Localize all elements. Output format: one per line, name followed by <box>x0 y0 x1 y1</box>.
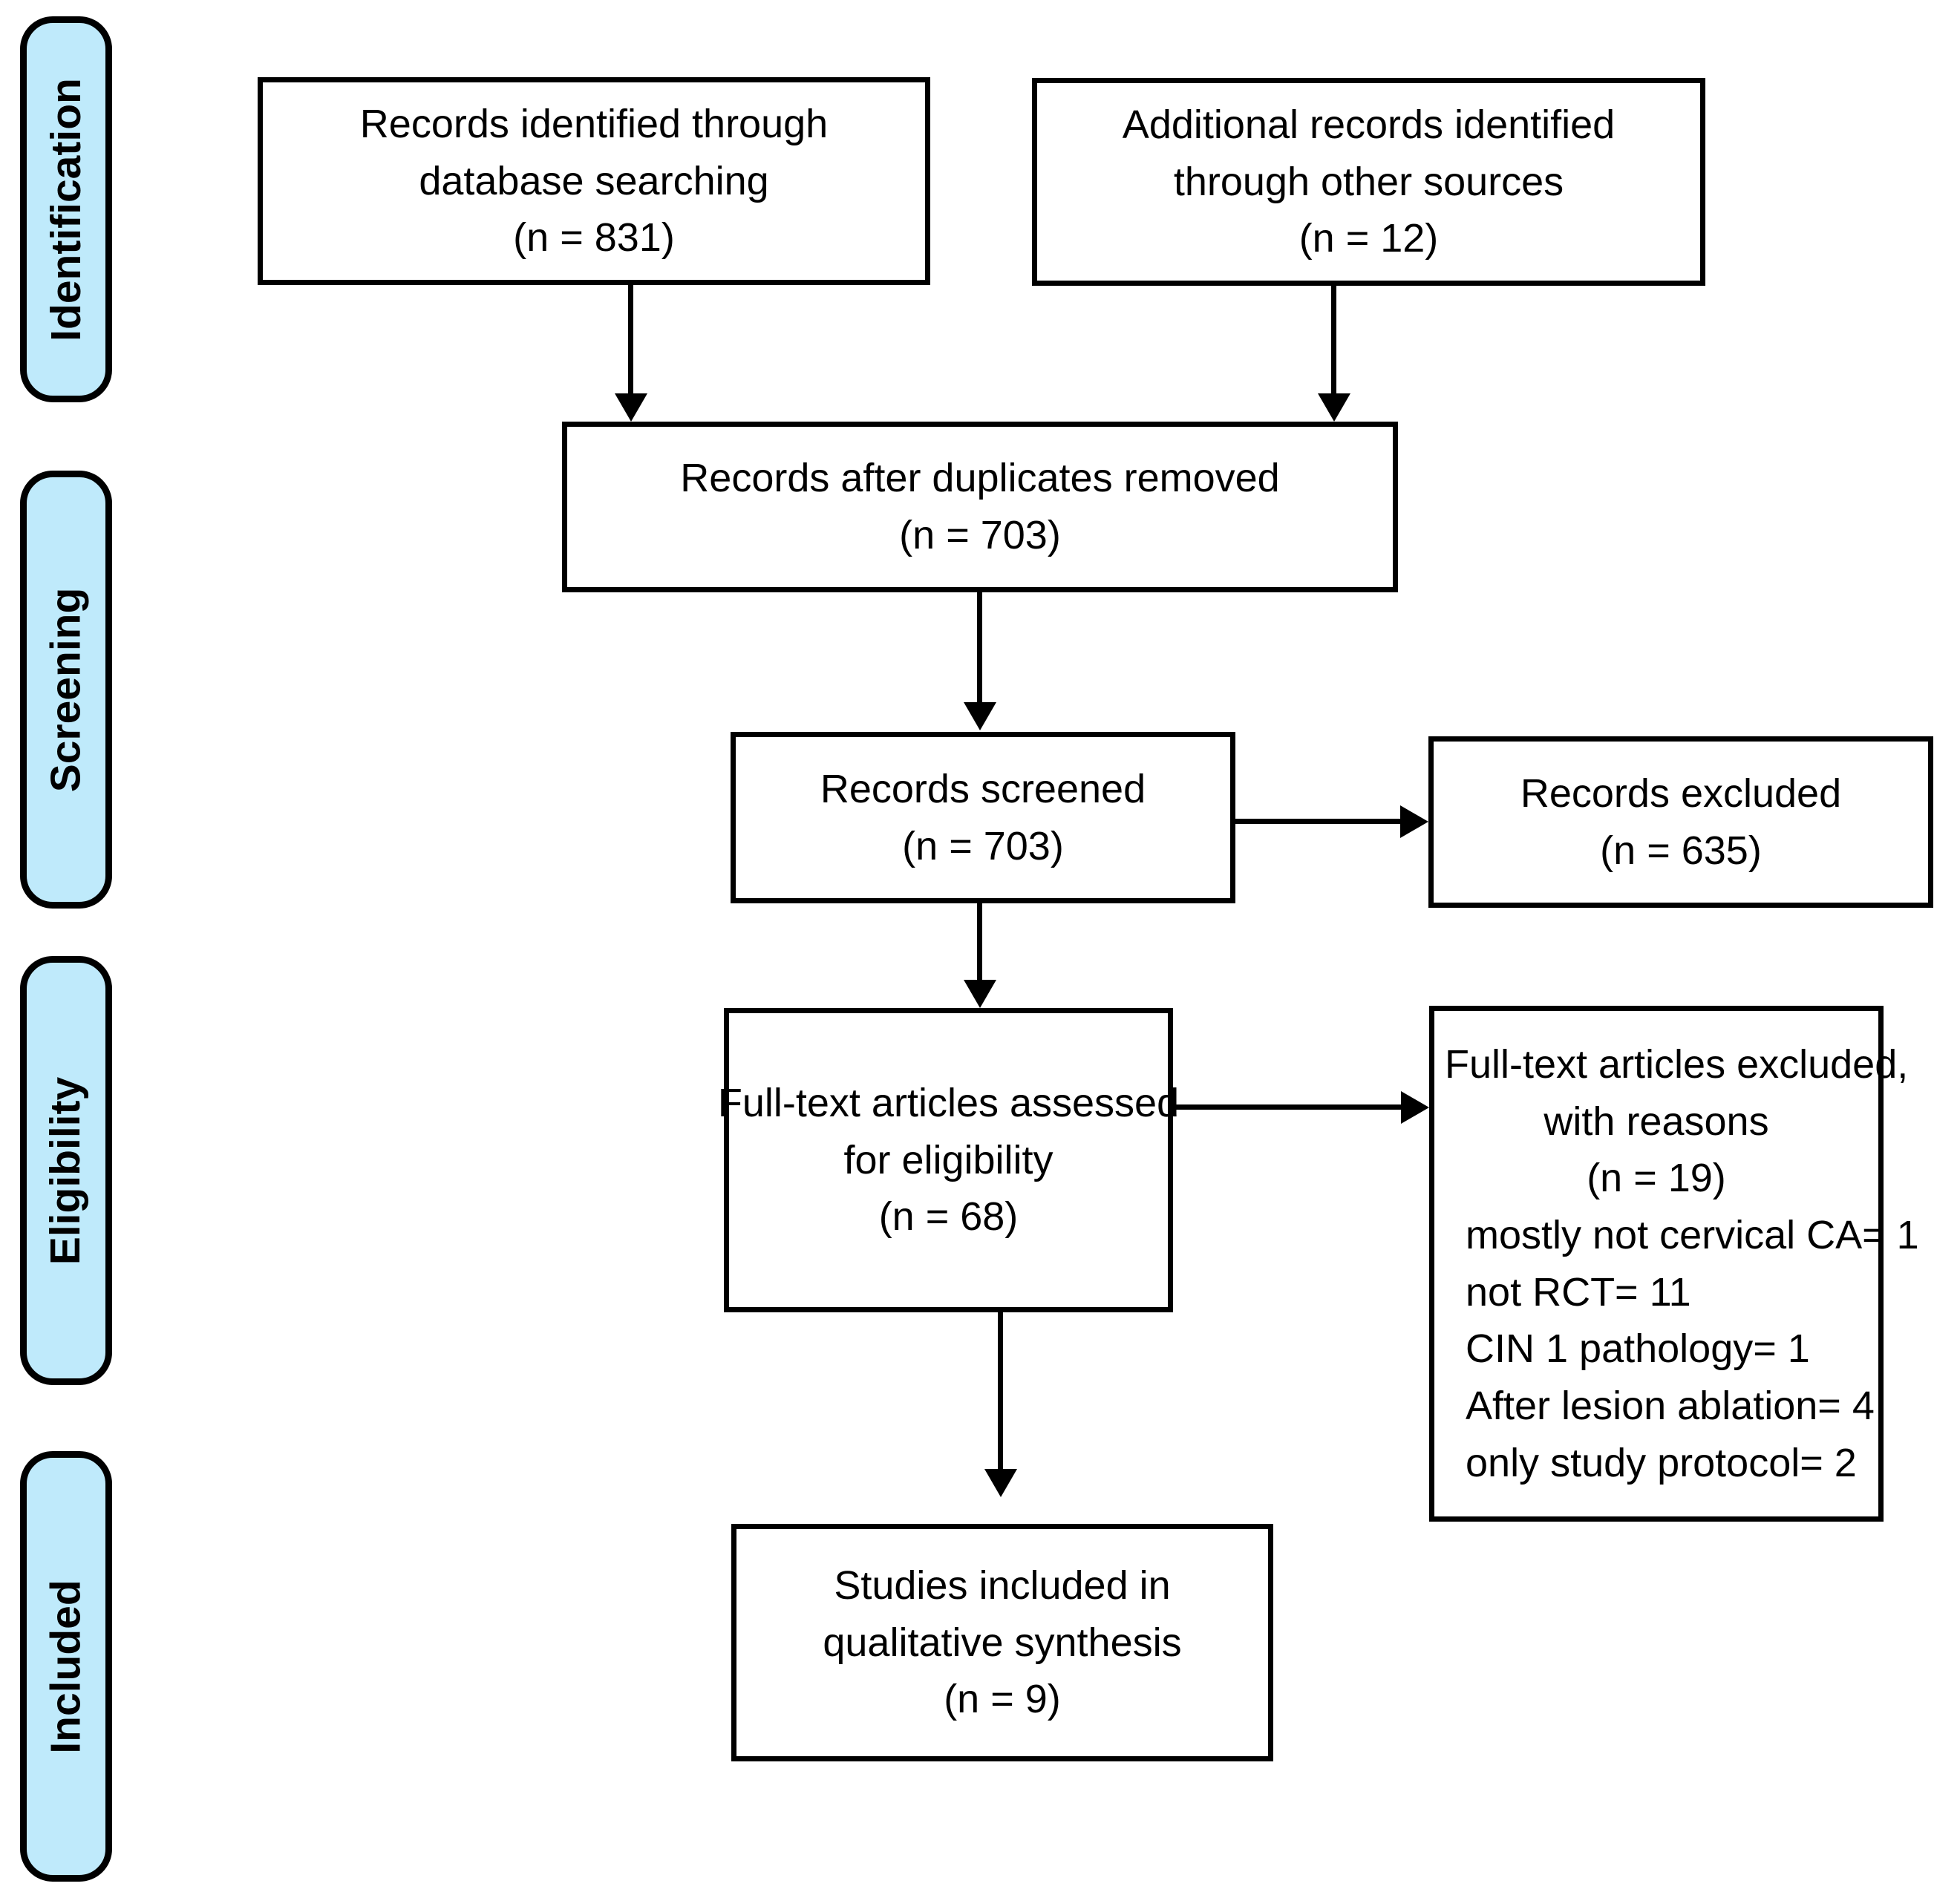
connector-database-to-duplicates-vertical <box>628 285 633 395</box>
fulltext-excluded-heading: Full-text articles excluded, with reason… <box>1445 1036 1909 1207</box>
stage-pill-included: Included <box>20 1451 112 1882</box>
box-fulltext-excluded-line-1: Full-text articles excluded, <box>1445 1042 1909 1087</box>
box-studies-included-line-3: (n = 9) <box>944 1677 1061 1722</box>
box-studies-included-qualitative-synthesis: Studies included in qualitative synthesi… <box>731 1524 1273 1761</box>
arrow-screened-to-excluded <box>1400 805 1428 838</box>
box-fulltext-assessed-line-3: (n = 68) <box>878 1194 1019 1240</box>
connector-fulltext-to-excluded-horizontal <box>1173 1104 1401 1110</box>
box-records-screened: Records screened (n = 703) <box>731 732 1235 903</box>
box-fulltext-excluded-line-2: with reasons <box>1544 1099 1769 1144</box>
connector-fulltext-to-included-vertical <box>998 1312 1003 1470</box>
exclusion-reason-item: not RCT= 11 <box>1466 1269 1691 1315</box>
exclusion-reason-item: only study protocol= 2 <box>1466 1440 1857 1485</box>
box-records-identified-database: Records identified through database sear… <box>258 77 930 285</box>
arrow-duplicates-to-screened <box>964 702 996 730</box>
arrow-fulltext-to-excluded <box>1401 1091 1429 1124</box>
connector-screened-to-excluded-horizontal <box>1235 819 1400 824</box>
box-records-excluded-line-1: Records excluded <box>1520 770 1842 816</box>
box-studies-included-line-2: qualitative synthesis <box>823 1620 1182 1665</box>
box-fulltext-articles-excluded-with-reasons: Full-text articles excluded, with reason… <box>1429 1006 1919 1522</box>
box-records-excluded-line-2: (n = 635) <box>1600 828 1762 873</box>
box-records-other-line-3: (n = 12) <box>1298 216 1439 261</box>
box-studies-included-line-1: Studies included in <box>834 1562 1171 1608</box>
exclusion-reason-item: CIN 1 pathology= 1 <box>1466 1326 1810 1372</box>
box-duplicates-removed-line-2: (n = 703) <box>899 513 1061 557</box>
box-records-database-line-3: (n = 831) <box>513 215 675 261</box>
box-records-screened-line-1: Records screened <box>820 766 1146 811</box>
box-duplicates-removed-line-1: Records after duplicates removed <box>680 456 1280 501</box>
box-records-screened-line-2: (n = 703) <box>902 823 1064 868</box>
stage-label-identification: Identification <box>42 77 90 341</box>
connector-duplicates-to-screened-vertical <box>977 592 982 704</box>
box-records-database-line-1: Records identified through <box>359 101 829 146</box>
stage-label-included: Included <box>42 1579 90 1754</box>
box-fulltext-excluded-line-3: (n = 19) <box>1587 1156 1726 1201</box>
box-records-database-line-2: database searching <box>419 158 769 203</box>
box-records-after-duplicates-removed: Records after duplicates removed (n = 70… <box>562 422 1398 592</box>
stage-label-eligibility: Eligibility <box>42 1076 90 1265</box>
connector-screened-to-fulltext-vertical <box>977 903 982 981</box>
exclusion-reason-item: mostly not cervical CA= 1 <box>1466 1213 1919 1258</box>
box-records-other-line-1: Additional records identified <box>1122 102 1616 147</box>
fulltext-excluded-reasons-list: mostly not cervical CA= 1 not RCT= 11 CI… <box>1445 1207 1919 1491</box>
arrow-other-to-duplicates <box>1318 393 1350 422</box>
stage-pill-screening: Screening <box>20 471 112 909</box>
box-fulltext-assessed-line-2: for eligibility <box>843 1137 1054 1182</box>
stage-pill-identification: Identification <box>20 16 112 402</box>
arrow-database-to-duplicates <box>615 393 647 422</box>
stage-label-screening: Screening <box>42 587 90 792</box>
box-records-excluded: Records excluded (n = 635) <box>1428 736 1933 908</box>
box-fulltext-articles-assessed: Full-text articles assessed for eligibil… <box>718 1008 1179 1312</box>
stage-pill-eligibility: Eligibility <box>20 956 112 1385</box>
box-additional-records-other-sources: Additional records identified through ot… <box>1032 78 1705 286</box>
box-fulltext-assessed-line-1: Full-text articles assessed <box>717 1080 1180 1125</box>
arrow-fulltext-to-included <box>984 1469 1017 1497</box>
box-records-other-line-2: through other sources <box>1173 159 1564 204</box>
exclusion-reason-item: After lesion ablation= 4 <box>1466 1384 1875 1429</box>
arrow-screened-to-fulltext <box>964 980 996 1008</box>
connector-other-to-duplicates-vertical <box>1331 286 1336 395</box>
